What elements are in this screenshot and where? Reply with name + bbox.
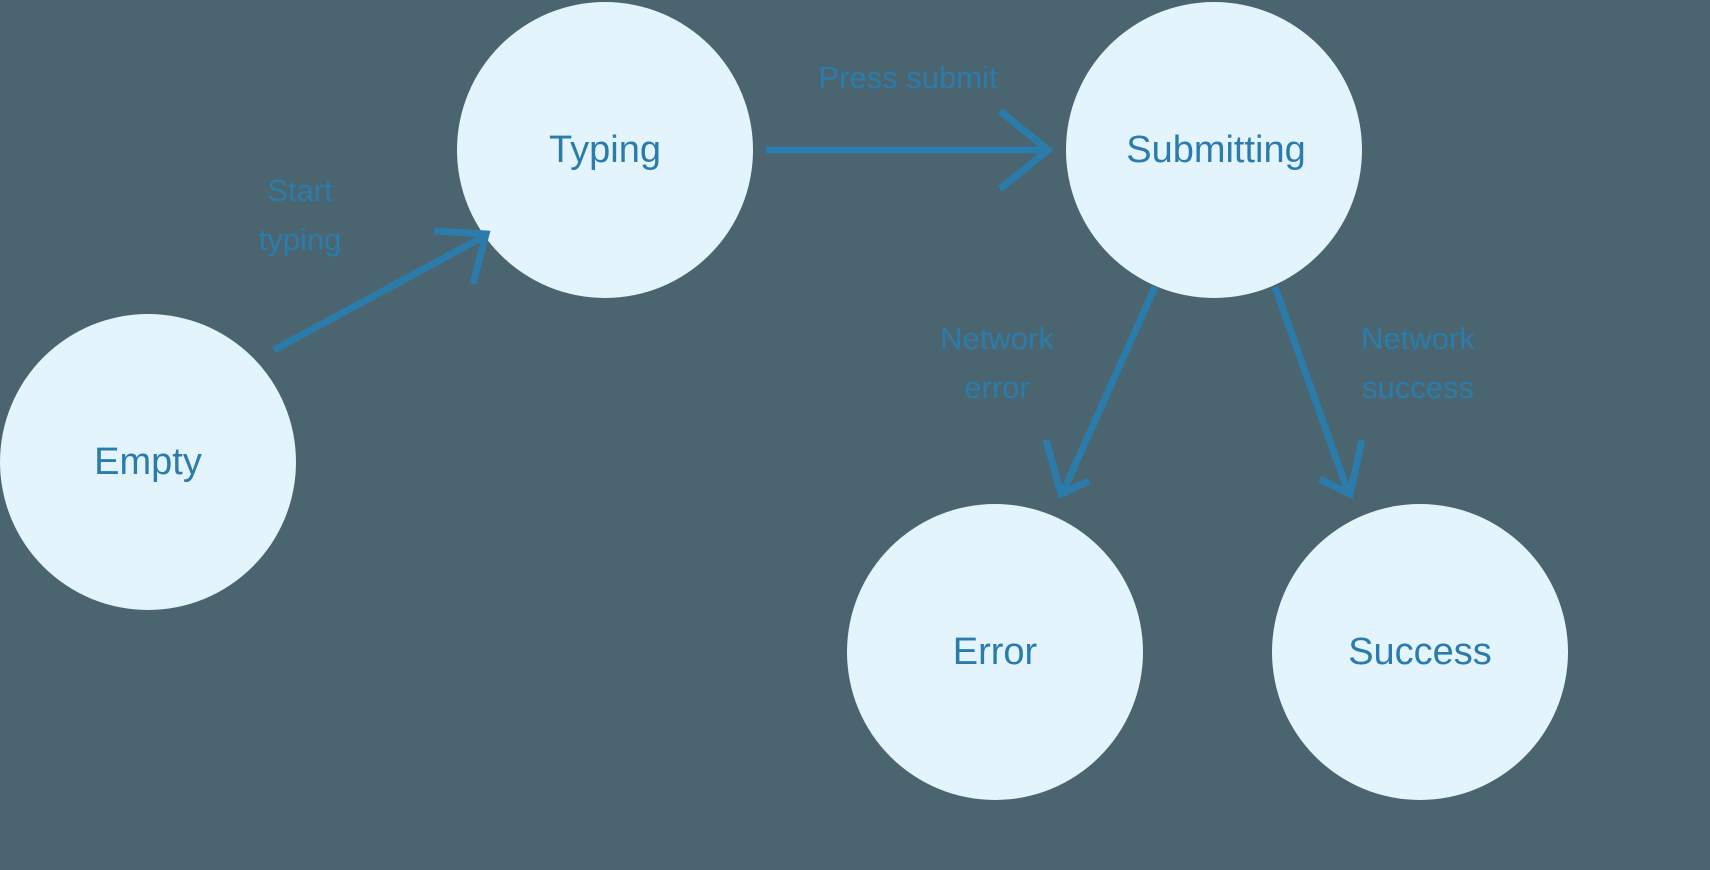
edge-empty-to-typing-arrowhead bbox=[433, 227, 491, 285]
node-typing[interactable]: Typing bbox=[457, 2, 753, 298]
node-empty-circle[interactable] bbox=[0, 314, 296, 610]
edge-typing-to-submitting bbox=[766, 108, 1054, 192]
node-submitting-label: Submitting bbox=[1126, 129, 1306, 171]
edge-submitting-to-success-arrowhead bbox=[1318, 439, 1366, 500]
edge-label-network-error-line1: Network bbox=[940, 321, 1054, 356]
edge-typing-to-submitting-arrowhead bbox=[997, 108, 1054, 192]
edge-empty-to-typing-line bbox=[272, 234, 483, 354]
node-success-label: Success bbox=[1348, 631, 1492, 673]
edge-label-start-typing-line2: typing bbox=[259, 222, 342, 257]
edge-label-press-submit: Press submit bbox=[818, 60, 998, 95]
node-success-circle[interactable] bbox=[1272, 504, 1568, 800]
edge-empty-to-typing bbox=[272, 227, 491, 354]
edge-label-network-success-line2: success bbox=[1362, 370, 1474, 405]
node-error-circle[interactable] bbox=[847, 504, 1143, 800]
node-typing-label: Typing bbox=[549, 129, 661, 171]
edge-submitting-to-error-line bbox=[1059, 285, 1159, 494]
node-submitting[interactable]: Submitting bbox=[1066, 2, 1362, 298]
node-typing-circle[interactable] bbox=[457, 2, 753, 298]
edge-label-network-success-line1: Network bbox=[1361, 321, 1475, 356]
edge-submitting-to-success bbox=[1271, 285, 1366, 500]
node-error-label: Error bbox=[953, 631, 1038, 673]
edge-label-press-submit-line1: Press submit bbox=[818, 60, 998, 95]
edge-submitting-to-error-arrowhead bbox=[1042, 439, 1091, 499]
edge-label-start-typing-line1: Start bbox=[267, 173, 333, 208]
edge-submitting-to-success-line bbox=[1271, 285, 1352, 494]
edge-label-start-typing: Start typing bbox=[259, 173, 342, 257]
edge-submitting-to-error bbox=[1042, 285, 1159, 499]
edge-label-network-success: Network success bbox=[1361, 321, 1475, 405]
node-empty[interactable]: Empty bbox=[0, 314, 296, 610]
node-empty-label: Empty bbox=[94, 441, 202, 483]
node-success[interactable]: Success bbox=[1272, 504, 1568, 800]
node-submitting-circle[interactable] bbox=[1066, 2, 1362, 298]
edge-label-network-error-line2: error bbox=[964, 370, 1029, 405]
edge-label-network-error: Network error bbox=[940, 321, 1054, 405]
node-error[interactable]: Error bbox=[847, 504, 1143, 800]
